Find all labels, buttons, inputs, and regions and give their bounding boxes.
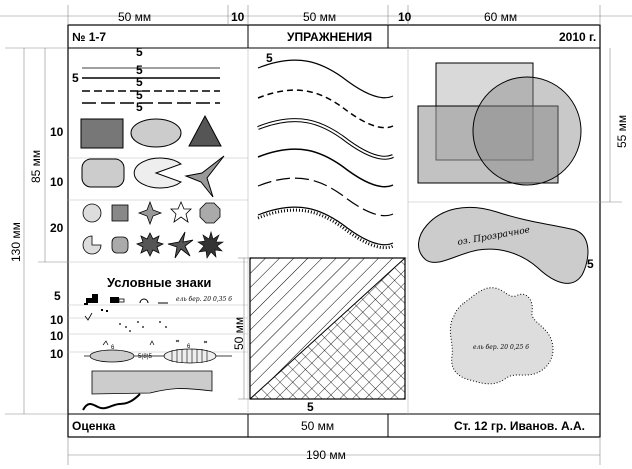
legend-row-label-3: 10 — [50, 329, 64, 343]
line-label-2: 5 — [136, 63, 143, 77]
dim-bottom: 190 мм — [306, 448, 346, 462]
star5-small — [170, 200, 192, 223]
wavy-lines — [257, 59, 394, 250]
line-label-1: 5 — [136, 45, 143, 59]
dim-top-5: 60 мм — [484, 10, 517, 24]
footer-author: Ст. 12 гр. Иванов. А.А. — [454, 419, 585, 433]
forest-shape — [449, 287, 554, 385]
legend-row-label-1: 5 — [54, 289, 61, 303]
overlap-circle — [472, 76, 582, 186]
rounded-rect-shape — [81, 158, 125, 188]
octagon-small — [199, 202, 221, 224]
legend-signs — [84, 294, 208, 346]
legend-title: Условные знаки — [107, 275, 211, 290]
legend-num-2: 5(8)5 — [138, 354, 153, 360]
pie-ellipse-shape — [133, 157, 183, 189]
triangle-shape — [188, 114, 222, 147]
star-burst-small — [197, 230, 224, 259]
forest-label: ель бер. 20 0,25 6 — [473, 344, 529, 351]
sheet-title: УПРАЖНЕНИЯ — [287, 30, 372, 44]
dim-left-inner: 85 мм — [29, 150, 43, 183]
dim-right: 55 мм — [615, 115, 629, 148]
legend-row-label-2: 10 — [50, 313, 64, 327]
lake-shape — [418, 206, 589, 284]
legend-curved-band — [91, 370, 213, 395]
footer-grade: Оценка — [72, 419, 116, 433]
circle-small — [82, 203, 102, 223]
row-label-2: 10 — [50, 175, 64, 189]
star8-small — [135, 232, 165, 257]
top-dimensions — [0, 5, 632, 25]
dim-center: 50 мм — [232, 317, 246, 350]
lake-dim: 5 — [587, 257, 594, 271]
dim-left-outer: 130 мм — [9, 222, 23, 262]
overlap-rect — [417, 105, 559, 184]
legend-row-label-4: 10 — [50, 347, 64, 361]
dim-top-2: 10 — [231, 10, 245, 24]
star-arrow-shape — [184, 155, 225, 198]
rectangle-shape — [80, 118, 124, 149]
legend-num-1: 6 — [111, 345, 115, 351]
sheet-year: 2010 г. — [559, 30, 596, 44]
rounded-square-small — [111, 236, 129, 254]
line-label-5: 5 — [136, 100, 143, 114]
dim-top-4: 10 — [398, 10, 412, 24]
sheet-number: № 1-7 — [72, 30, 106, 44]
legend-num-3: 6 — [187, 344, 191, 350]
legend-road-line — [82, 393, 141, 411]
legend-sign-text: ель бер. 20 0,35 6 — [176, 296, 232, 303]
square-small — [111, 204, 129, 222]
star4-small — [137, 200, 163, 226]
ellipse-shape — [130, 118, 182, 148]
pie-small — [82, 235, 102, 255]
legend-linear-sign-1 — [89, 349, 135, 363]
bottom-center-dim: 5 — [307, 400, 314, 414]
line-label-3: 5 — [136, 75, 143, 89]
left-dimensions — [5, 47, 68, 415]
row-label-3: 20 — [50, 221, 64, 235]
dim-top-1: 50 мм — [118, 10, 151, 24]
line-label-4: 5 — [136, 88, 143, 102]
star-pinwheel-small — [167, 231, 194, 259]
waves-label: 5 — [266, 51, 273, 65]
footer-middle-dim: 50 мм — [301, 419, 334, 433]
row-label-1: 10 — [50, 125, 64, 139]
line-types — [82, 67, 220, 104]
dim-top-3: 50 мм — [303, 10, 336, 24]
outer-frame — [67, 24, 601, 438]
line-label-left: 5 — [72, 71, 79, 85]
